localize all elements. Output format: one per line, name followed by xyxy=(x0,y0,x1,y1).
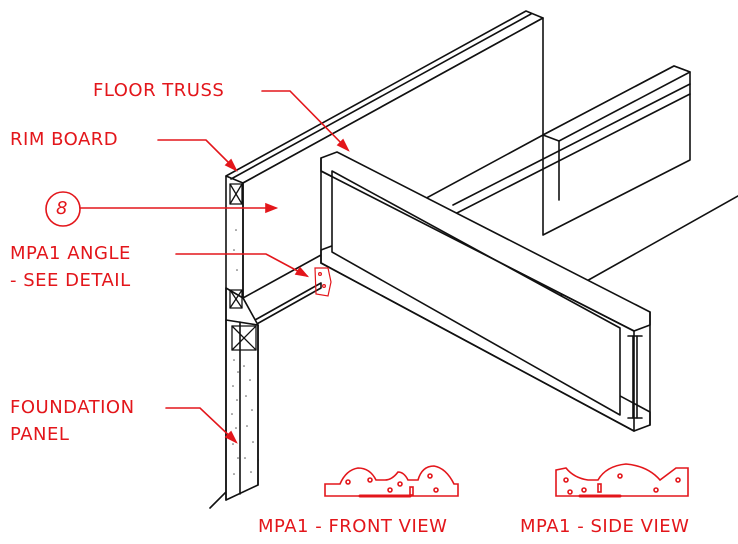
slab-edge-line xyxy=(559,195,738,297)
detail-reference-bubble xyxy=(45,191,81,227)
mpa1-front-view-shape xyxy=(324,465,459,498)
angle-leader xyxy=(175,253,310,278)
front-view-caption: MPA1 - FRONT VIEW xyxy=(258,516,448,537)
detail-reference-number: 8 xyxy=(56,198,68,219)
mpa1-clip-on-truss xyxy=(314,267,332,297)
wall-bracing-marks xyxy=(229,183,257,351)
mpa1-side-view-shape xyxy=(555,463,689,498)
concrete-stipple xyxy=(231,229,254,475)
side-view-caption: MPA1 - SIDE VIEW xyxy=(520,516,690,537)
floor-truss-label: FLOOR TRUSS xyxy=(93,80,225,101)
foundation-label-line2: PANEL xyxy=(10,424,70,445)
angle-label-line2: - SEE DETAIL xyxy=(10,270,131,291)
foundation-panel xyxy=(225,287,259,501)
rim-board-panel xyxy=(225,10,544,299)
floor-truss-leader xyxy=(261,90,350,152)
front-floor-truss xyxy=(320,151,651,432)
rim-board-label: RIM BOARD xyxy=(10,129,119,150)
foundation-label-line1: FOUNDATION xyxy=(10,397,135,418)
foundation-leader xyxy=(165,407,238,444)
rim-board-leader xyxy=(157,139,238,172)
rear-floor-truss xyxy=(452,65,691,236)
angle-label-line1: MPA1 ANGLE xyxy=(10,243,131,264)
detail-reference-leader xyxy=(79,202,279,214)
